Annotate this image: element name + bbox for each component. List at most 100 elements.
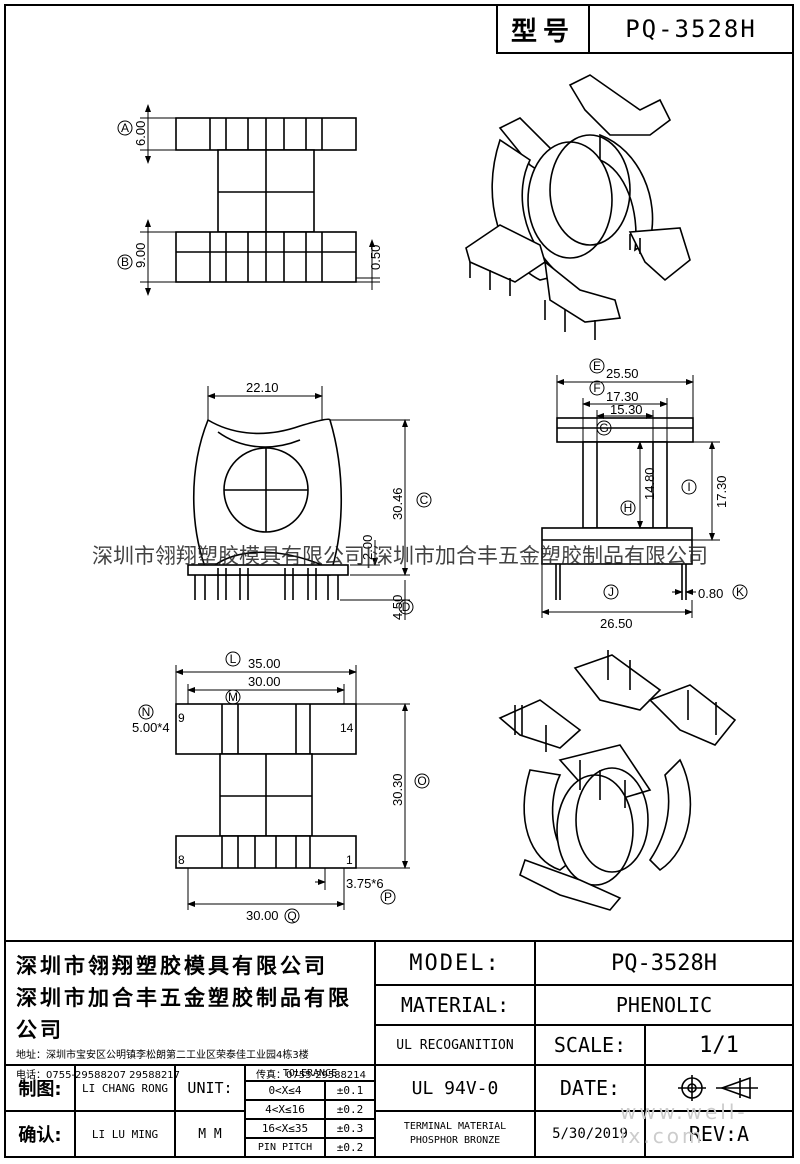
svg-text:I: I [687,480,690,494]
top-view [140,104,380,296]
model-label: MODEL: [376,942,536,986]
front-view [187,386,410,620]
svg-text:A: A [121,121,129,135]
marker-a: A [117,120,133,136]
side-view [541,375,720,618]
dim-text: 17.30 [714,475,729,508]
svg-text:E: E [593,359,601,373]
pin-label: 14 [340,721,354,735]
marker-p: P [380,889,396,905]
dim-text: 22.10 [246,380,279,395]
dim-text: 35.00 [248,656,281,671]
material-value: PHENOLIC [536,986,792,1026]
company-name-2: 深圳市加合丰五金塑胶制品有限公司 [16,986,352,1042]
technical-drawing: 6.00 9.00 0.50 22.10 30.46 2.00 4.50 25.… [117,74,748,924]
svg-text:P: P [384,890,392,904]
svg-text:B: B [121,255,129,269]
isometric-view-bottom [498,650,737,911]
material-label: MATERIAL: [376,986,536,1026]
svg-text:M: M [228,690,238,704]
marker-i: I [681,479,697,495]
marker-e: E [589,358,605,374]
marker-b: B [117,254,133,270]
watermark-site: www.well-ix.com [620,1100,748,1148]
company-fax: 传真：0755-29588214 [256,1070,366,1081]
drawn-by: LI CHANG RONG [76,1066,176,1112]
svg-text:G: G [599,421,608,435]
dim-text: 3.75*6 [346,876,384,891]
tolerance-value: ±0.2 [326,1139,376,1158]
check-label: 确认: [6,1112,76,1158]
dim-text: 17.30 [606,389,639,404]
marker-m: M [225,689,241,705]
header-model-value: PQ-3528H [625,15,757,43]
dim-text: 26.50 [600,616,633,631]
svg-text:H: H [624,501,633,515]
dim-text: 9.00 [133,243,148,268]
marker-k: K [732,584,748,600]
tolerance-range: 4<X≤16 [246,1101,326,1120]
header-model-label: 型号 [498,6,590,52]
check-by: LI LU MING [76,1112,176,1158]
marker-n: N [138,704,154,720]
marker-h: H [620,500,636,516]
tolerance-value: ±0.3 [326,1120,376,1139]
unit-value: M M [176,1112,246,1158]
dim-text: 30.00 [246,908,279,923]
terminal-label: TERMINAL MATERIAL [403,1121,507,1132]
unit-label: UNIT: [176,1066,246,1112]
pin-label: 1 [346,853,353,867]
model-value: PQ-3528H [536,942,792,986]
bottom-view [175,665,410,910]
dim-text: 25.50 [606,366,639,381]
svg-text:L: L [230,652,237,666]
company-name-1: 深圳市翎翔塑胶模具有限公司 [16,954,328,978]
company-contact: 电话：0755-29588207 29588217 传真：0755-295882… [16,1066,366,1086]
svg-text:O: O [417,774,426,788]
pin-label: 8 [178,853,185,867]
marker-g: G [596,420,612,436]
marker-o: O [414,773,430,789]
dim-text: 30.30 [390,773,405,806]
dim-text: 0.80 [698,586,723,601]
marker-d: D [398,599,414,615]
tolerance-range: 16<X≤35 [246,1120,326,1139]
drawn-label: 制图: [6,1066,76,1112]
scale-value: 1/1 [646,1026,792,1066]
terminal-value: PHOSPHOR BRONZE [409,1135,501,1146]
title-block: 深圳市翎翔塑胶模具有限公司 深圳市加合丰五金塑胶制品有限公司 地址：深圳市宝安区… [6,940,792,1158]
dim-text: 0.50 [368,245,383,270]
marker-q: Q [284,908,300,924]
projection-symbol [646,1066,792,1112]
ul-value: UL 94V-0 [376,1066,536,1112]
marker-f: F [589,380,605,396]
dim-text: 15.30 [610,402,643,417]
tolerance-title: TOLERANCE [246,1066,376,1082]
marker-l: L [225,651,241,667]
dim-text: 6.00 [133,121,148,146]
pin-label: 9 [178,711,185,725]
dim-text: 2.00 [360,535,375,560]
tolerance-value: ±0.2 [326,1101,376,1120]
third-angle-projection-icon [678,1075,758,1101]
dim-text: 30.46 [390,487,405,520]
tolerance-range: 0<X≤4 [246,1082,326,1101]
svg-text:N: N [142,705,151,719]
dim-text: 5.00*4 [132,720,170,735]
company-phone: 电话：0755-29588207 29588217 [16,1070,181,1081]
dim-text: 4.50 [390,595,405,620]
svg-text:J: J [608,585,614,599]
marker-c: C [416,492,432,508]
svg-text:F: F [593,381,600,395]
svg-text:K: K [736,585,744,599]
isometric-view-top [465,74,691,340]
date-label: DATE: [536,1066,646,1112]
tolerance-range: PIN PITCH [246,1139,326,1158]
ul-label: UL RECOGANITION [376,1026,536,1066]
watermark: 深圳市翎翔塑胶模具有限公司|深圳市加合丰五金塑胶制品有限公司 [91,544,709,568]
header-model-box: 型号 PQ-3528H [496,6,792,54]
svg-text:Q: Q [287,909,296,923]
company-address: 地址：深圳市宝安区公明镇李松朗第二工业区荣泰佳工业园4栋3楼 [16,1050,309,1061]
company-block: 深圳市翎翔塑胶模具有限公司 深圳市加合丰五金塑胶制品有限公司 地址：深圳市宝安区… [6,942,376,1081]
terminal-material: TERMINAL MATERIAL PHOSPHOR BRONZE [376,1112,536,1158]
